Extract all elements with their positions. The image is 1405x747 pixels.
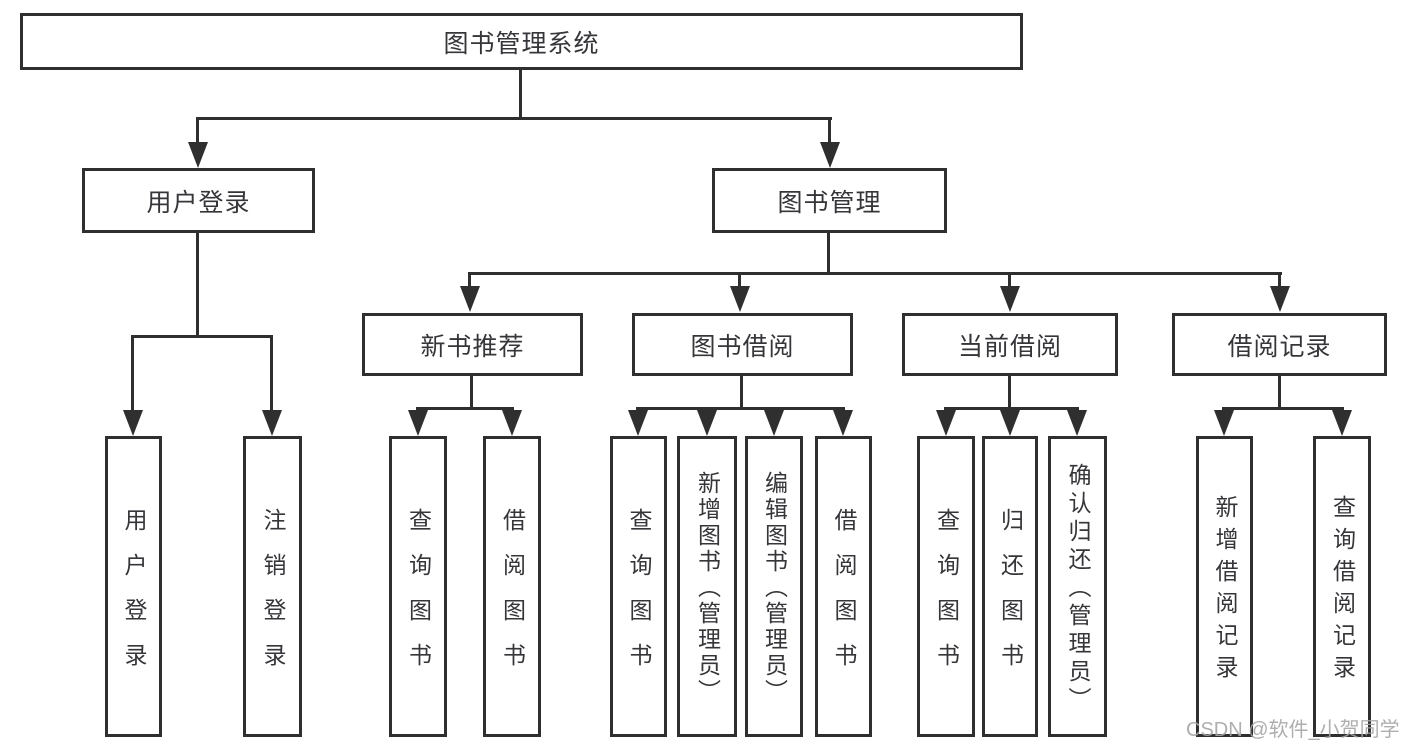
arrowhead-icon <box>833 410 853 436</box>
connector-line <box>1278 376 1281 410</box>
connector-line <box>944 407 1079 410</box>
leaf-bb-add-books: 新增图书（管理员） <box>677 436 737 737</box>
arrowhead-icon <box>1270 286 1290 312</box>
connector-line <box>738 272 741 289</box>
arrowhead-icon <box>764 410 784 436</box>
connector-line <box>270 335 273 413</box>
arrowhead-icon <box>262 410 282 436</box>
node-borrow-record: 借阅记录 <box>1172 313 1387 376</box>
node-user-login-label: 用户登录 <box>146 188 251 217</box>
leaf-bb-query-books-label: 查询图书 <box>626 507 652 688</box>
leaf-nb-borrow-books-label: 借阅图书 <box>499 507 526 688</box>
leaf-nb-query-books-label: 查询图书 <box>405 507 432 688</box>
leaf-br-add-record: 新增借阅记录 <box>1196 436 1253 737</box>
leaf-cb-return-books-label: 归还图书 <box>997 507 1024 688</box>
connector-line <box>828 117 831 145</box>
connector-line <box>196 117 199 145</box>
connector-line <box>197 117 832 120</box>
connector-line <box>740 376 743 410</box>
leaf-user-login: 用户登录 <box>105 436 162 737</box>
leaf-cb-query-books: 查询图书 <box>917 436 975 737</box>
connector-line <box>196 233 199 338</box>
leaf-bb-add-books-label: 新增图书（管理员） <box>694 471 721 705</box>
leaf-br-query-record-label: 查询借阅记录 <box>1329 495 1356 687</box>
leaf-bb-query-books: 查询图书 <box>610 436 667 737</box>
arrowhead-icon <box>1332 410 1352 436</box>
node-book-borrow: 图书借阅 <box>632 313 853 376</box>
leaf-bb-borrow-books: 借阅图书 <box>815 436 872 737</box>
arrowhead-icon <box>408 410 428 436</box>
leaf-nb-query-books: 查询图书 <box>389 436 447 737</box>
node-root: 图书管理系统 <box>20 13 1023 70</box>
leaf-br-add-record-label: 新增借阅记录 <box>1212 495 1238 687</box>
connector-line <box>636 407 845 410</box>
arrowhead-icon <box>188 142 208 168</box>
node-current-borrow-label: 当前借阅 <box>957 332 1062 361</box>
connector-line <box>468 272 471 289</box>
arrowhead-icon <box>730 286 750 312</box>
connector-line <box>1008 272 1011 289</box>
leaf-bb-borrow-books-label: 借阅图书 <box>831 507 857 688</box>
arrowhead-icon <box>820 142 840 168</box>
arrowhead-icon <box>502 410 522 436</box>
leaf-nb-borrow-books: 借阅图书 <box>483 436 541 737</box>
arrowhead-icon <box>1000 410 1020 436</box>
leaf-cb-confirm-return: 确认归还（管理员） <box>1048 436 1107 737</box>
node-borrow-record-label: 借阅记录 <box>1227 332 1332 361</box>
arrowhead-icon <box>1214 410 1234 436</box>
connector-line <box>1008 376 1011 410</box>
arrowhead-icon <box>936 410 956 436</box>
node-book-management: 图书管理 <box>712 168 947 233</box>
leaf-br-query-record: 查询借阅记录 <box>1313 436 1371 737</box>
node-root-label: 图书管理系统 <box>443 29 600 58</box>
connector-line <box>468 272 1282 275</box>
arrowhead-icon <box>697 410 717 436</box>
arrowhead-icon <box>628 410 648 436</box>
arrowhead-icon <box>1000 286 1020 312</box>
leaf-bb-edit-books: 编辑图书（管理员） <box>745 436 803 737</box>
connector-line <box>131 335 273 338</box>
node-current-borrow: 当前借阅 <box>902 313 1118 376</box>
leaf-bb-edit-books-label: 编辑图书（管理员） <box>761 471 788 705</box>
connector-line <box>131 335 134 413</box>
arrowhead-icon <box>123 410 143 436</box>
arrowhead-icon <box>1067 410 1087 436</box>
connector-line <box>519 70 522 118</box>
leaf-user-login-label: 用户登录 <box>121 507 147 688</box>
leaf-logout: 注销登录 <box>243 436 302 737</box>
node-book-management-label: 图书管理 <box>777 188 882 217</box>
arrowhead-icon <box>460 286 480 312</box>
node-user-login: 用户登录 <box>82 168 315 233</box>
leaf-cb-return-books: 归还图书 <box>982 436 1038 737</box>
leaf-cb-confirm-return-label: 确认归还（管理员） <box>1065 463 1091 715</box>
node-new-book-recommend-label: 新书推荐 <box>420 332 525 361</box>
leaf-logout-label: 注销登录 <box>260 507 286 688</box>
connector-line <box>827 233 830 275</box>
leaf-cb-query-books-label: 查询图书 <box>933 507 960 688</box>
connector-line <box>1278 272 1281 289</box>
connector-line <box>470 376 473 410</box>
connector-line <box>1222 407 1344 410</box>
csdn-watermark: CSDN @软件_小贺同学 <box>1186 719 1400 741</box>
node-book-borrow-label: 图书借阅 <box>690 332 795 361</box>
connector-line <box>416 407 514 410</box>
node-new-book-recommend: 新书推荐 <box>362 313 583 376</box>
